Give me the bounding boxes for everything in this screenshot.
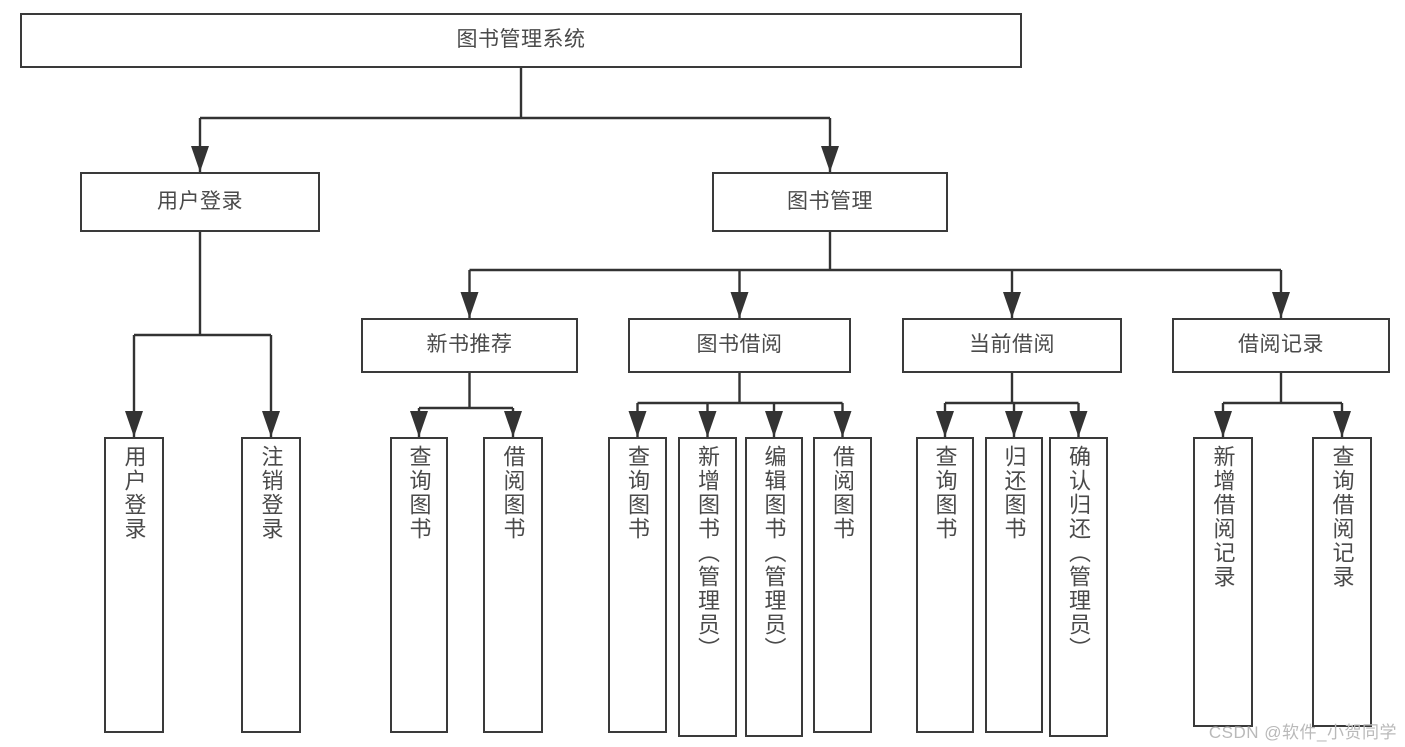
node-label: 查询图书 [625,445,651,541]
node-l-bo-edit[interactable]: 编辑图书（管理员） [745,437,803,737]
node-label: 用户登录 [121,445,147,541]
arrowhead-l-bo-query [628,411,647,437]
node-label: 确认归还（管理员） [1066,445,1092,661]
arrowhead-l-nr-borr [504,411,522,437]
node-label: 图书管理系统 [456,28,586,52]
arrowhead-newrec [460,292,479,318]
node-label: 当前借阅 [969,333,1055,357]
node-label: 查询借阅记录 [1329,445,1355,589]
node-current[interactable]: 当前借阅 [902,318,1122,373]
arrowhead-l-bo-borr [833,411,852,437]
node-label: 用户登录 [157,189,243,213]
arrowhead-borrow [730,292,749,318]
node-label: 图书管理 [787,189,873,213]
arrowhead-l-re-query [1333,411,1351,437]
node-login[interactable]: 用户登录 [80,172,320,232]
node-l-login[interactable]: 用户登录 [104,437,164,733]
arrowhead-record [1272,292,1290,318]
node-label: 查询图书 [932,445,958,541]
node-l-bo-query[interactable]: 查询图书 [608,437,667,733]
arrowhead-l-cu-query [936,411,954,437]
node-borrow[interactable]: 图书借阅 [628,318,851,373]
node-label: 借阅记录 [1238,333,1324,357]
arrowhead-l-login [125,411,143,437]
node-record[interactable]: 借阅记录 [1172,318,1390,373]
node-label: 归还图书 [1001,445,1027,541]
arrowhead-current [1003,292,1021,318]
node-l-cu-query[interactable]: 查询图书 [916,437,974,733]
arrowhead-l-logout [262,411,280,437]
arrowhead-l-cu-conf [1069,411,1088,437]
node-l-nr-borr[interactable]: 借阅图书 [483,437,543,733]
arrowhead-bookmgmt [821,146,839,172]
node-l-bo-borr[interactable]: 借阅图书 [813,437,872,733]
node-newrec[interactable]: 新书推荐 [361,318,578,373]
arrowhead-l-nr-query [410,411,428,437]
node-label: 借阅图书 [830,445,856,541]
node-label: 借阅图书 [500,445,526,541]
node-label: 查询图书 [406,445,432,541]
node-l-bo-add[interactable]: 新增图书（管理员） [678,437,737,737]
node-l-cu-conf[interactable]: 确认归还（管理员） [1049,437,1108,737]
node-root[interactable]: 图书管理系统 [20,13,1022,68]
node-label: 新增借阅记录 [1210,445,1236,589]
node-l-nr-query[interactable]: 查询图书 [390,437,448,733]
arrowhead-l-bo-add [698,411,717,437]
node-label: 新书推荐 [426,333,513,357]
arrowhead-l-cu-ret [1005,411,1023,437]
node-bookmgmt[interactable]: 图书管理 [712,172,948,232]
node-label: 图书借阅 [696,333,783,357]
node-label: 编辑图书（管理员） [761,445,787,661]
node-l-re-add[interactable]: 新增借阅记录 [1193,437,1253,727]
arrowhead-login [191,146,209,172]
watermark: CSDN @软件_小贺同学 [1208,723,1397,742]
node-label: 新增图书（管理员） [695,445,721,661]
node-l-logout[interactable]: 注销登录 [241,437,301,733]
node-l-re-query[interactable]: 查询借阅记录 [1312,437,1372,727]
node-l-cu-ret[interactable]: 归还图书 [985,437,1043,733]
arrowhead-l-re-add [1214,411,1232,437]
node-label: 注销登录 [258,445,284,541]
arrowhead-l-bo-edit [765,411,783,437]
